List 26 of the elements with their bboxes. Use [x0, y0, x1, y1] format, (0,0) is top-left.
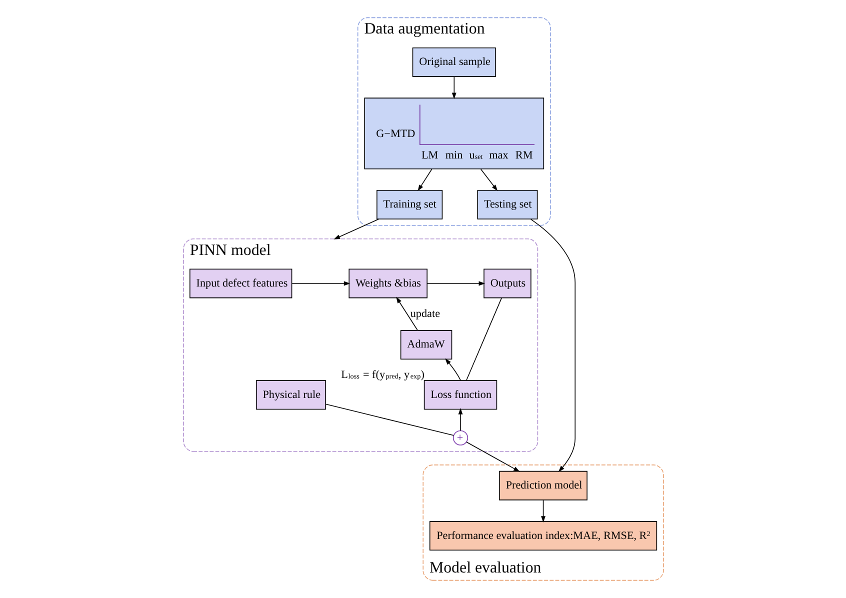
arrow	[396, 296, 418, 331]
node-box: Original sample	[412, 48, 496, 77]
arrow	[426, 281, 485, 286]
node-box: Outputs	[483, 268, 531, 298]
node-box: Weights &bias	[348, 268, 427, 298]
node-circle: +	[452, 430, 468, 446]
node-box: Training set	[376, 190, 442, 220]
arrow	[480, 168, 498, 192]
arrow	[466, 442, 520, 472]
arrow	[333, 218, 379, 240]
arrow	[458, 408, 462, 431]
arrow	[530, 218, 575, 472]
node-box: Input defect features	[189, 268, 292, 298]
arrow	[540, 500, 545, 523]
node-box: Testing set	[476, 190, 538, 220]
node-box: Loss function	[423, 380, 497, 410]
connector	[324, 404, 454, 436]
node-box: Prediction model	[498, 470, 587, 500]
arrow	[444, 358, 461, 381]
arrow	[291, 281, 350, 286]
arrow	[417, 168, 432, 192]
arrow	[451, 76, 456, 100]
node-box: Physical rule	[255, 380, 326, 410]
edge-label: update	[410, 308, 440, 320]
node-box: AdmaW	[400, 330, 452, 360]
connector	[466, 298, 502, 381]
